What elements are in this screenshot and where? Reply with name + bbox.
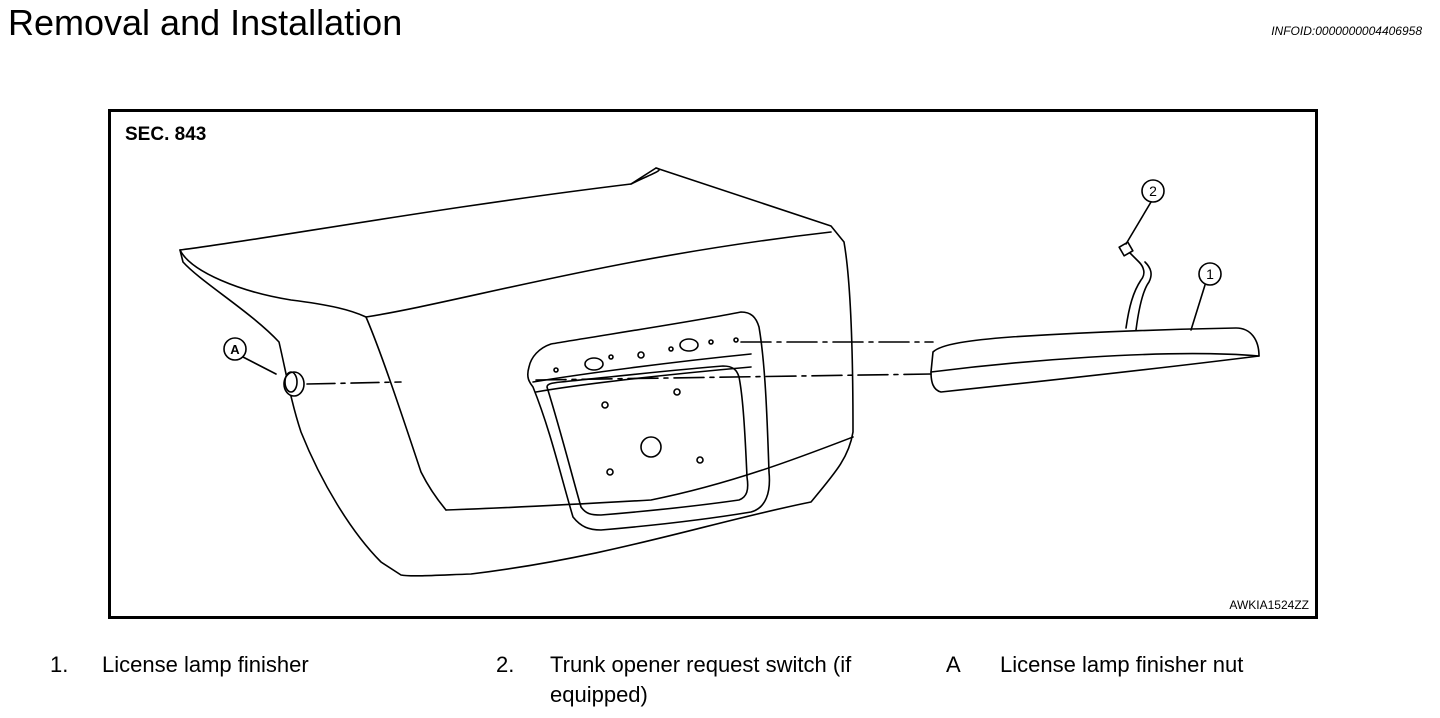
trunk-opener-switch: [1118, 241, 1134, 257]
legend-key: 2.: [496, 652, 515, 677]
plate-hole-2: [673, 388, 681, 396]
callout-a-circle: [223, 337, 247, 361]
switch-harness-inner: [1135, 261, 1152, 331]
trunk-lid-illustration: 2 1 A: [179, 167, 1260, 577]
small-hole-3: [668, 346, 674, 352]
small-hole-1: [608, 354, 614, 360]
trunk-lid-outline: [179, 167, 854, 577]
callout-1-circle: [1198, 262, 1222, 286]
small-hole-6: [553, 367, 559, 373]
nut-alignment-line: [306, 381, 402, 385]
callout-a-label: A: [230, 342, 240, 357]
lamp-hole-right: [679, 338, 699, 352]
recess-ledge: [532, 353, 752, 383]
legend-text: Trunk opener request switch (if equipped…: [550, 652, 852, 707]
callout-1-label: 1: [1206, 266, 1214, 282]
small-hole-4: [708, 339, 714, 345]
trunk-lid-lower-crease: [445, 436, 854, 511]
plate-hole-3: [606, 468, 614, 476]
trunk-lid-side-contour: [365, 316, 447, 511]
figure-frame: 2 1 A SEC. 843 AWKIA1524ZZ: [108, 109, 1318, 619]
lamp-hole-left: [584, 357, 604, 371]
alignment-line-lower: [535, 373, 932, 381]
callout-2-leader: [1125, 201, 1152, 245]
page-title: Removal and Installation: [8, 2, 403, 43]
callout-2-circle: [1141, 179, 1165, 203]
legend-key: 1.: [50, 652, 69, 677]
finisher-nut-body: [283, 371, 305, 397]
callout-2-label: 2: [1149, 183, 1157, 199]
plate-hole-4: [696, 456, 704, 464]
plate-center-hole: [640, 436, 662, 458]
small-hole-2: [637, 351, 645, 359]
switch-harness: [1125, 251, 1145, 329]
trunk-lid-spoiler-edge: [630, 167, 660, 185]
license-recess-outer: [526, 311, 771, 531]
callout-1-leader: [1190, 284, 1206, 331]
license-recess-inner: [546, 365, 749, 516]
plate-hole-1: [601, 401, 609, 409]
info-id: INFOID:0000000004406958: [1271, 24, 1422, 38]
finisher-nut-face: [284, 371, 298, 393]
legend-text: License lamp finisher: [102, 652, 309, 677]
legend-key: A: [946, 652, 961, 677]
license-lamp-finisher: [930, 327, 1260, 393]
section-label: SEC. 843: [125, 124, 207, 145]
license-lamp-finisher-edge: [930, 352, 1260, 373]
figure-code: AWKIA1524ZZ: [1229, 598, 1309, 612]
callout-a-leader: [242, 356, 277, 375]
legend-text: License lamp finisher nut: [1000, 652, 1244, 677]
small-hole-5: [733, 337, 739, 343]
